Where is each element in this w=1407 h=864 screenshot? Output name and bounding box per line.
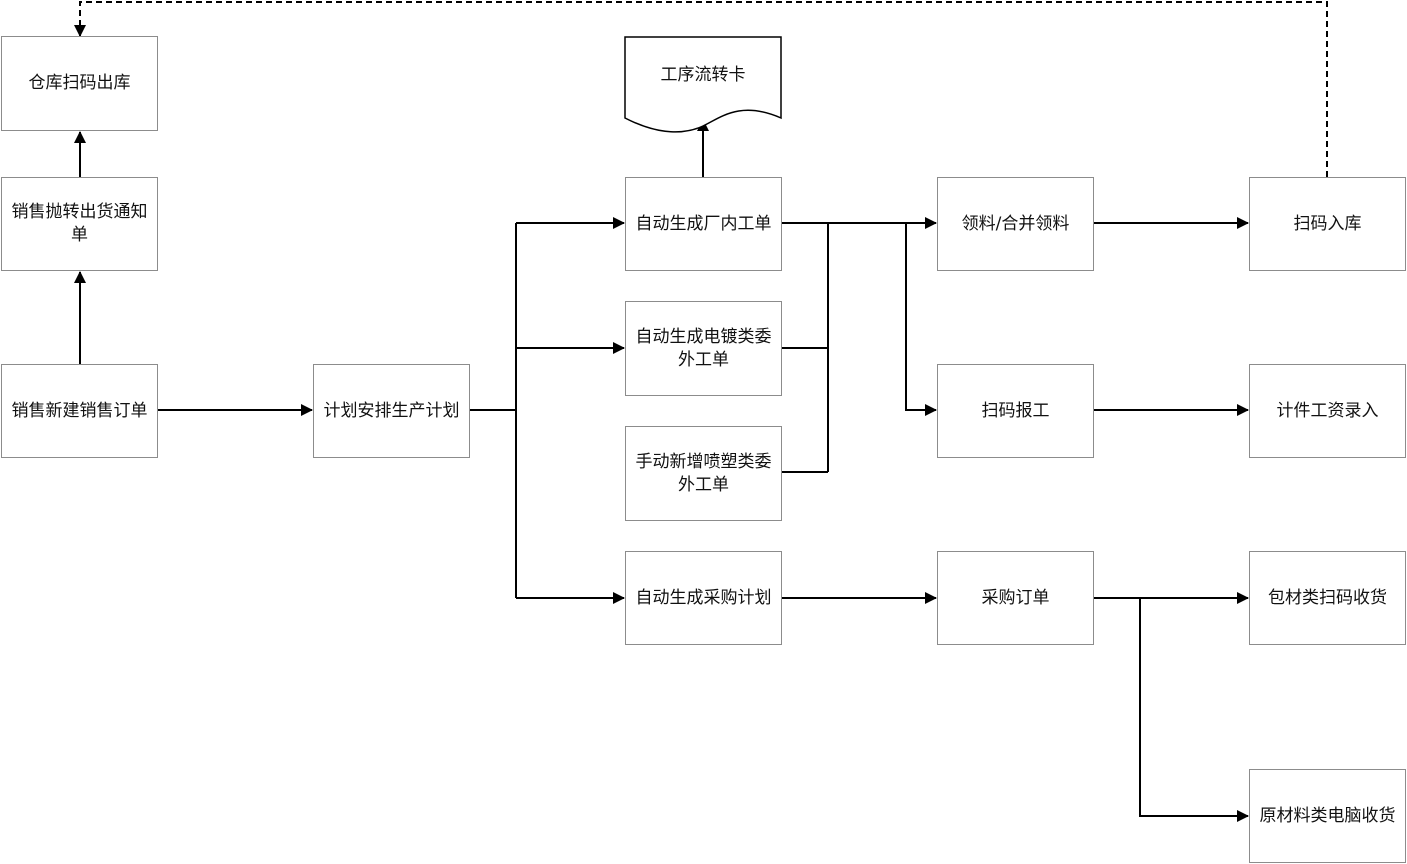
node-production-plan-label: 计划安排生产计划 — [323, 400, 460, 421]
node-auto-plating-outsource-label: 自动生成电镀类委外工单 — [635, 326, 772, 370]
node-auto-plating-outsource: 自动生成电镀类委外工单 — [625, 301, 782, 396]
node-sales-shipping-notice-label: 销售抛转出货通知单 — [11, 202, 148, 245]
node-purchase-order: 采购订单 — [937, 551, 1094, 645]
node-sales-order: 销售新建销售订单 — [1, 364, 158, 458]
node-sales-shipping-notice: 销售抛转出货通知单 — [1, 177, 158, 271]
node-auto-purchase-plan-label: 自动生成采购计划 — [635, 587, 772, 608]
node-packaging-scan-receive: 包材类扫码收货 — [1249, 551, 1406, 645]
node-scan-report-label: 扫码报工 — [981, 400, 1050, 421]
node-warehouse-scan-out-label: 仓库扫码出库 — [28, 73, 131, 93]
connector-to-raw-receive — [1139, 598, 1249, 822]
node-raw-material-receive-label: 原材料类电脑收货 — [1259, 805, 1396, 826]
node-production-plan: 计划安排生产计划 — [313, 364, 470, 458]
node-manual-spray-outsource: 手动新增喷塑类委外工单 — [625, 426, 782, 521]
node-piece-wage-entry: 计件工资录入 — [1249, 364, 1406, 458]
node-scan-warehouse-in-label: 扫码入库 — [1293, 213, 1362, 234]
node-auto-in-factory-order-label: 自动生成厂内工单 — [635, 213, 772, 234]
node-scan-warehouse-in: 扫码入库 — [1249, 177, 1406, 271]
node-scan-report: 扫码报工 — [937, 364, 1094, 458]
node-material-pick-label: 领料/合并领料 — [961, 213, 1070, 234]
node-material-pick: 领料/合并领料 — [937, 177, 1094, 271]
node-purchase-order-label: 采购订单 — [981, 587, 1050, 608]
node-manual-spray-outsource-label: 手动新增喷塑类委外工单 — [635, 451, 772, 495]
connector-to-scan-report — [905, 223, 937, 416]
node-piece-wage-entry-label: 计件工资录入 — [1276, 400, 1379, 421]
node-raw-material-receive: 原材料类电脑收货 — [1249, 769, 1406, 863]
node-warehouse-scan-out: 仓库扫码出库 — [1, 36, 158, 131]
node-packaging-scan-receive-label: 包材类扫码收货 — [1268, 587, 1387, 608]
node-auto-purchase-plan: 自动生成采购计划 — [625, 551, 782, 645]
node-sales-order-label: 销售新建销售订单 — [11, 400, 148, 421]
process-card-document-shape — [624, 36, 782, 133]
node-auto-in-factory-order: 自动生成厂内工单 — [625, 177, 782, 271]
process-card-label: 工序流转卡 — [660, 65, 746, 85]
